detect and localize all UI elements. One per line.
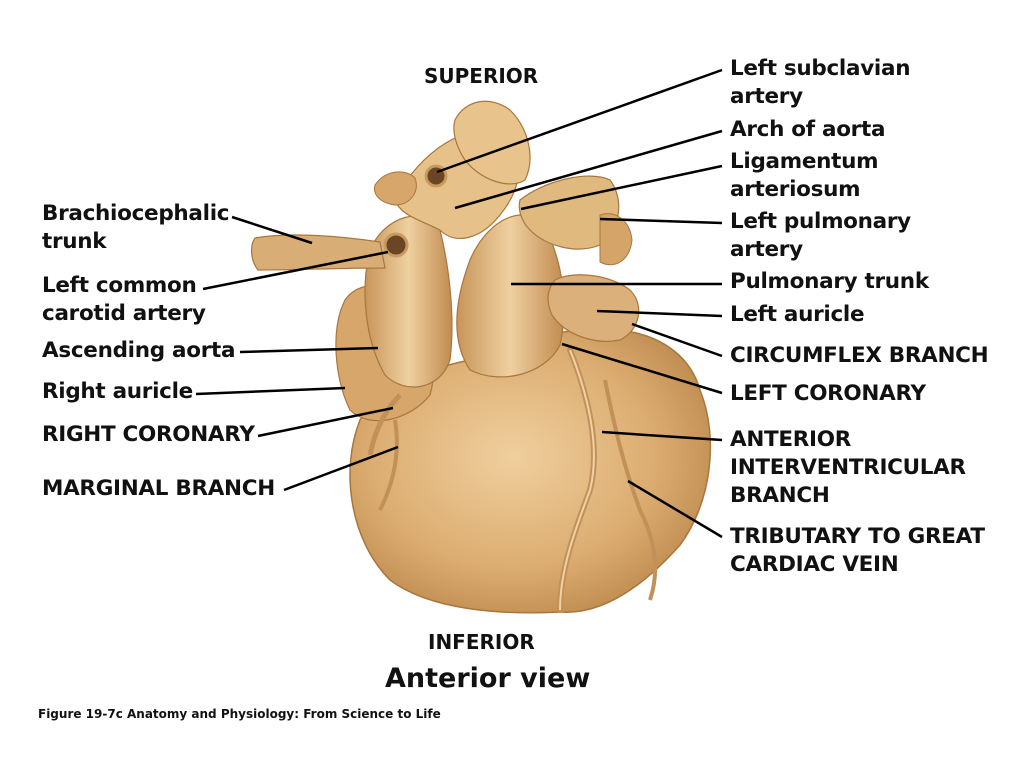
brachiocephalic-shape [251,234,386,271]
left-subclavian-shape [453,100,531,185]
right-coronary-vessel [367,393,402,456]
cut-vessel-top-left [373,171,417,206]
leader-tributary [627,479,723,539]
leader-arch-of-aorta [454,129,723,210]
tributary-vessel [603,379,658,601]
orientation-superior: SUPERIOR [424,64,539,88]
pulmonary-branches [599,213,633,266]
marginal-vessel [378,419,399,511]
leader-right-coronary [257,406,394,438]
leader-left-common-carotid [202,250,389,291]
label-left-auricle: Left auricle [730,302,865,327]
label-tributary-to-great-cardiac-vein: TRIBUTARY TO GREAT CARDIAC VEIN [730,524,985,577]
leader-left-auricle [596,309,723,318]
leader-marginal-branch [283,445,399,492]
leader-anterior-interventricular [601,430,723,442]
leader-left-pulmonary [599,217,723,225]
label-anterior-interventricular-branch: ANTERIOR INTERVENTRICULAR BRANCH [730,427,966,508]
leader-right-auricle [195,386,346,396]
label-marginal-branch: MARGINAL BRANCH [42,476,275,501]
label-left-subclavian-artery: Left subclavian artery [730,56,911,109]
leader-left-subclavian [436,68,723,174]
leader-ligamentum [520,164,723,211]
label-left-common-carotid-artery: Left common carotid artery [42,273,206,326]
anterior-interventricular-vessel-hl [559,349,595,611]
label-right-auricle: Right auricle [42,379,193,404]
label-arch-of-aorta: Arch of aorta [730,117,886,142]
left-auricle-shape [547,274,640,342]
label-ascending-aorta: Ascending aorta [42,338,236,363]
label-circumflex-branch: CIRCUMFLEX BRANCH [730,343,989,368]
vessel-opening [383,232,409,258]
label-ligamentum-arteriosum: Ligamentum arteriosum [730,149,879,202]
orientation-inferior: INFERIOR [428,630,535,654]
label-pulmonary-trunk: Pulmonary trunk [730,269,929,294]
view-title: Anterior view [385,663,591,694]
leader-left-coronary [561,342,723,395]
leader-brachiocephalic-trunk [231,215,313,245]
label-brachiocephalic-trunk: Brachiocephalic trunk [42,201,230,254]
label-left-pulmonary-artery: Left pulmonary artery [730,209,911,262]
label-right-coronary: RIGHT CORONARY [42,422,255,447]
label-left-coronary: LEFT CORONARY [730,381,926,406]
pulmonary-trunk-shape [456,214,565,378]
figure-caption: Figure 19-7c Anatomy and Physiology: Fro… [38,707,441,721]
leader-ascending-aorta [239,346,379,354]
leader-circumflex [631,322,723,358]
